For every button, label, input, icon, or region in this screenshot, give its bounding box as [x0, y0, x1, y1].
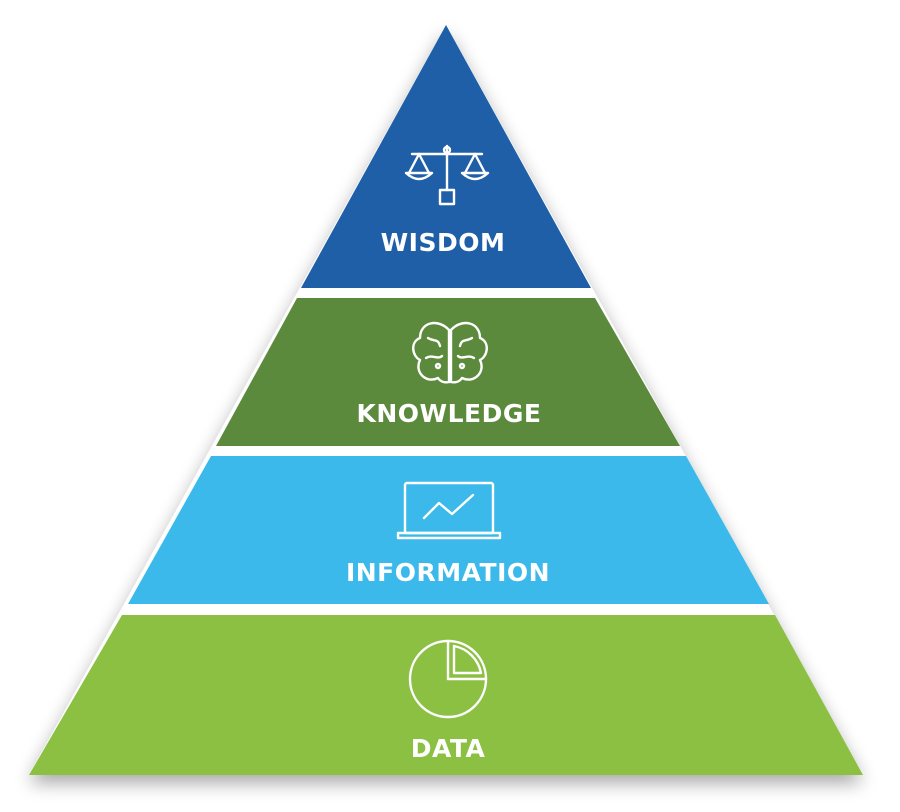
tier-data-label: DATA [411, 734, 486, 763]
tier-information-band [128, 456, 769, 604]
pie-chart-icon [408, 639, 488, 719]
brain-icon [412, 321, 488, 384]
tier-data: DATA [29, 615, 863, 775]
tier-data-band [29, 615, 863, 775]
balance-scale-icon [404, 144, 490, 206]
tier-information: INFORMATION [128, 456, 769, 604]
tier-knowledge: KNOWLEDGE [216, 298, 680, 446]
tier-wisdom: WISDOM [301, 25, 591, 288]
tier-wisdom-label: WISDOM [381, 228, 506, 257]
tier-information-label: INFORMATION [346, 558, 550, 587]
tier-knowledge-label: KNOWLEDGE [357, 399, 542, 428]
laptop-chart-icon [396, 481, 502, 540]
